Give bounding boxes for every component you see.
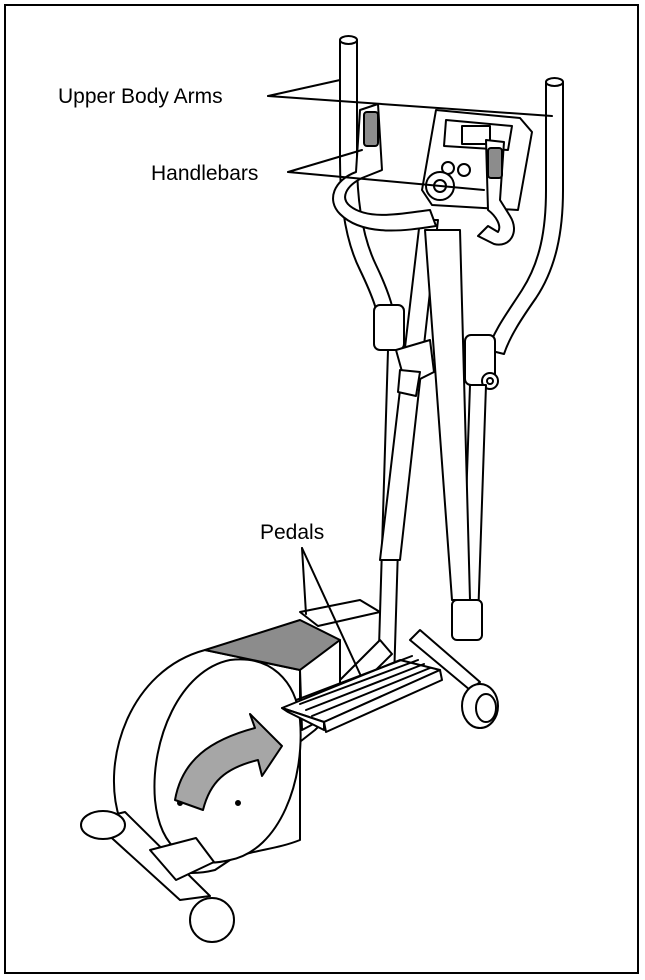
pivot-linkage (396, 340, 434, 396)
upper-body-arms-label: Upper Body Arms (58, 86, 223, 107)
left-pedal (300, 600, 380, 626)
pedals-label: Pedals (260, 522, 324, 543)
console (422, 110, 532, 210)
handlebars-label: Handlebars (151, 163, 258, 184)
